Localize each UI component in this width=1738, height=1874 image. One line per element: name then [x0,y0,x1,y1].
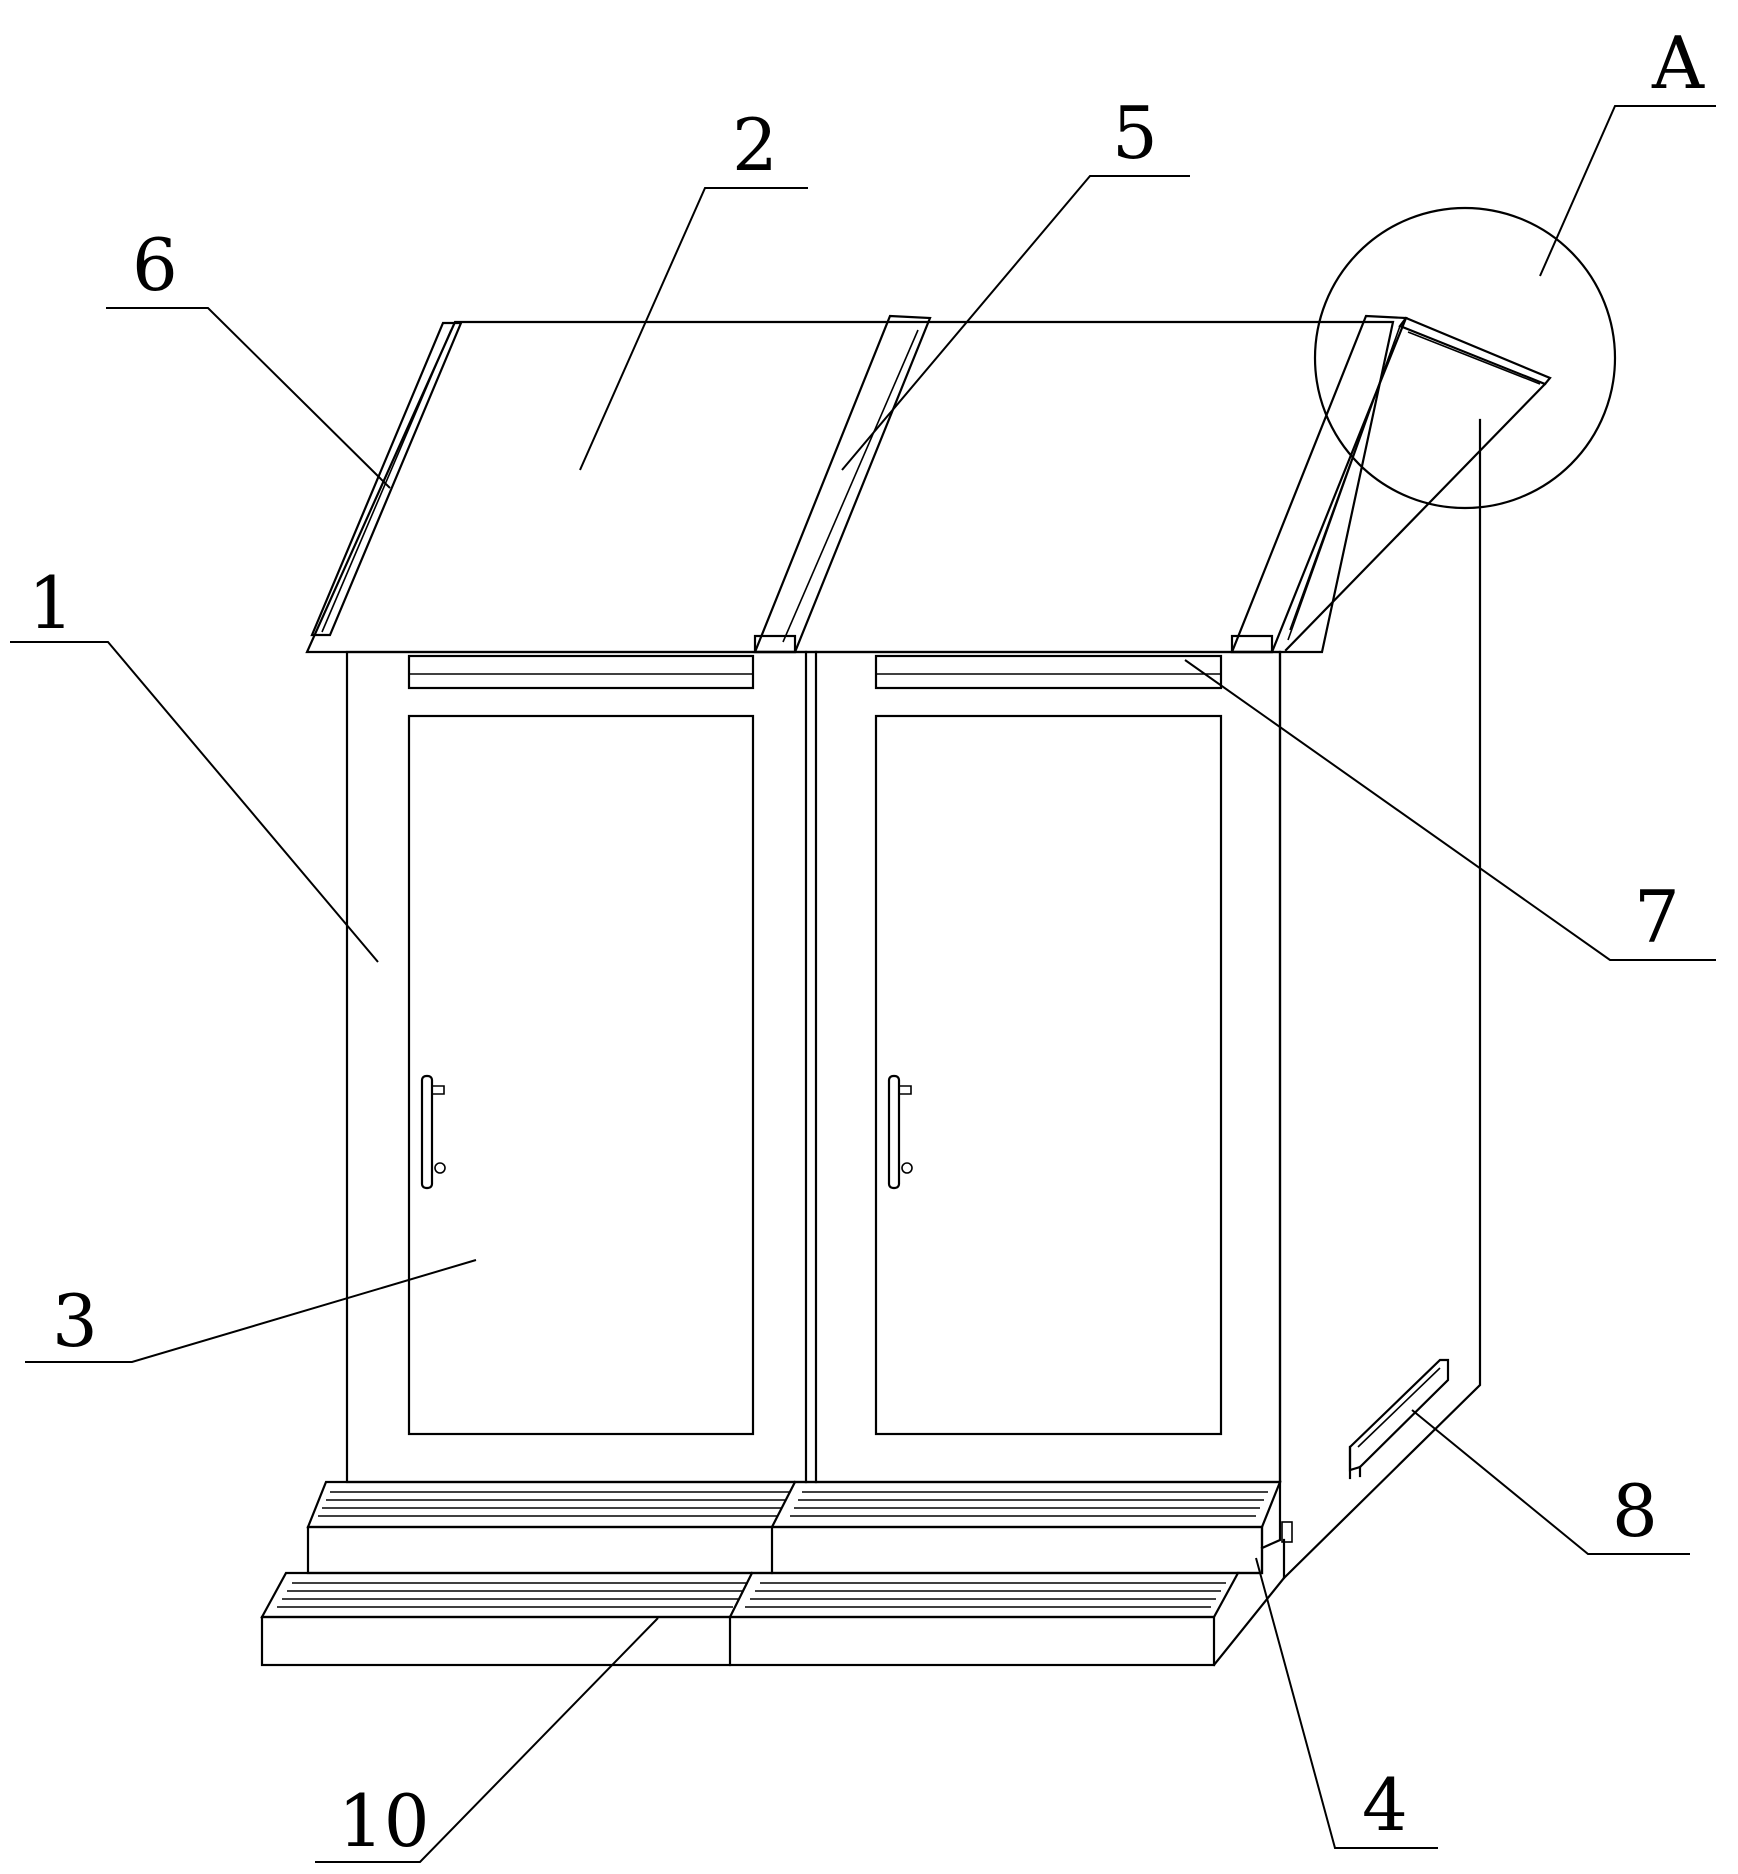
reference-labels: 1 2 3 4 5 6 7 8 10 A [28,21,1705,1863]
label-3: 3 [52,1279,98,1363]
roof-cover [305,320,1395,654]
left-door-handle [420,1074,446,1190]
right-door [874,714,1223,1436]
top-vent-left [407,654,755,690]
label-5: 5 [1112,91,1158,175]
label-10: 10 [338,1779,430,1863]
cabinet-body [345,418,1482,1580]
label-a: A [1651,21,1705,105]
label-7: 7 [1634,875,1680,959]
label-4: 4 [1362,1763,1408,1847]
label-2: 2 [732,103,778,187]
upper-step [306,1480,1282,1575]
right-roof-strip [1230,314,1552,654]
top-vent-right [874,654,1223,690]
detail-circle-a [1313,206,1617,510]
leader-lines [10,105,1716,1863]
left-door [407,714,755,1436]
side-vent [1348,1358,1450,1480]
right-door-handle [887,1074,913,1190]
lower-step [260,1571,1240,1667]
left-roof-strip [310,321,463,637]
base-side [1212,1480,1293,1667]
label-8: 8 [1612,1469,1658,1553]
label-6: 6 [132,223,178,307]
label-1: 1 [28,561,74,645]
middle-roof-strip [753,314,932,654]
